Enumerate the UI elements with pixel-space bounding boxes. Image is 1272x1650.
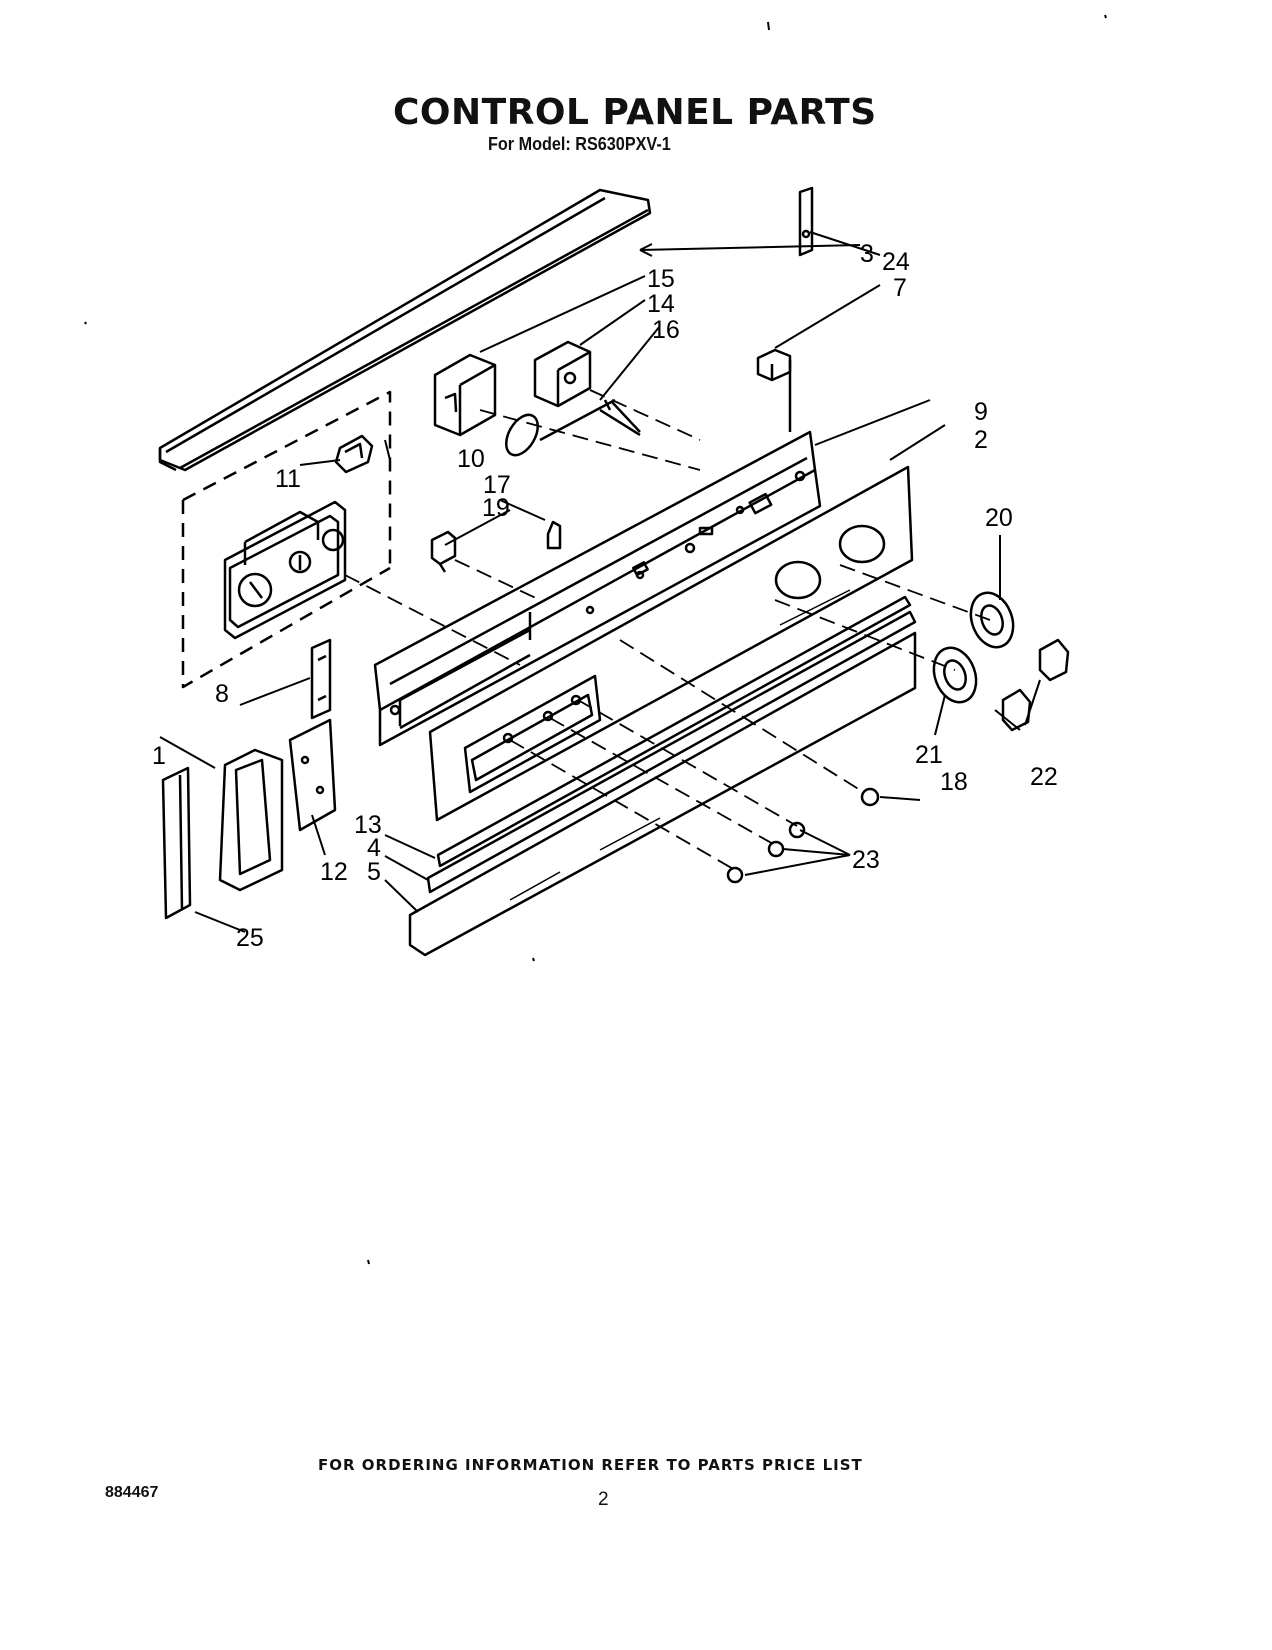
- part-15-switch: [433, 353, 497, 437]
- part-21-knob-skirt: [932, 646, 978, 704]
- callout-9: 9: [974, 398, 988, 426]
- part-group-10-boundary: [181, 390, 392, 689]
- part-8-bracket: [310, 638, 332, 720]
- callout-2: 2: [974, 426, 988, 454]
- callout-25: 25: [236, 924, 264, 952]
- callout-22: 22: [1030, 763, 1058, 791]
- part-4-trim: [426, 610, 917, 894]
- callout-13: 13: [354, 811, 382, 839]
- document-number: 884467: [105, 1484, 159, 1501]
- callout-15: 15: [647, 265, 675, 293]
- callout-19: 19: [482, 494, 510, 522]
- callout-18: 18: [940, 768, 968, 796]
- assembly-lines: [344, 389, 991, 871]
- part-2-console-panel: [428, 465, 914, 822]
- callout-20: 20: [985, 504, 1013, 532]
- page-title: CONTROL PANEL PARTS: [393, 92, 877, 133]
- part-22-knobs: [1001, 638, 1070, 732]
- part-5-bottom-trim: [408, 631, 917, 957]
- callout-5: 5: [367, 858, 381, 886]
- part-9-panel-frame: [373, 360, 822, 747]
- callout-24: 24: [882, 248, 910, 276]
- part-25-side-trim: [161, 766, 192, 920]
- part-20-knob-skirt: [969, 591, 1015, 649]
- callout-1: 1: [152, 742, 166, 770]
- callout-21: 21: [915, 741, 943, 769]
- callout-8: 8: [215, 680, 229, 708]
- callout-17: 17: [483, 471, 511, 499]
- callout-labels: 3 15 14 16 24 7 9 2 10 11 17 19 20 8 21 …: [152, 240, 1058, 952]
- part-17-lamp-socket: [430, 530, 457, 573]
- part-top-trim: [158, 188, 652, 472]
- callout-10: 10: [457, 445, 485, 473]
- part-14-switch: [533, 340, 592, 408]
- part-10-clock-assembly: [223, 500, 347, 640]
- part-13-trim: [436, 595, 912, 868]
- part-12-mounting-plate: [288, 718, 337, 832]
- callout-7: 7: [893, 274, 907, 302]
- callout-3: 3: [860, 240, 874, 268]
- part-16-wire-harness: [505, 398, 641, 457]
- callout-23: 23: [852, 846, 880, 874]
- scan-specks: [84, 14, 1107, 1265]
- callout-16: 16: [652, 316, 680, 344]
- page-number: 2: [598, 1489, 609, 1510]
- callout-12: 12: [320, 858, 348, 886]
- callout-14: 14: [647, 290, 675, 318]
- part-18-plug: [860, 787, 880, 807]
- leader-arrows: [159, 231, 1041, 933]
- part-19-clip: [546, 520, 562, 550]
- callout-4: 4: [367, 834, 381, 862]
- part-11-clip: [334, 434, 374, 474]
- ordering-note: FOR ORDERING INFORMATION REFER TO PARTS …: [318, 1456, 863, 1474]
- part-1-side-bracket: [218, 748, 284, 892]
- part-7-clip: [756, 348, 792, 382]
- callout-11: 11: [275, 465, 301, 493]
- model-subtitle: For Model: RS630PXV-1: [488, 134, 671, 154]
- part-24-bracket: [798, 186, 814, 257]
- part-23-plugs: [726, 821, 806, 884]
